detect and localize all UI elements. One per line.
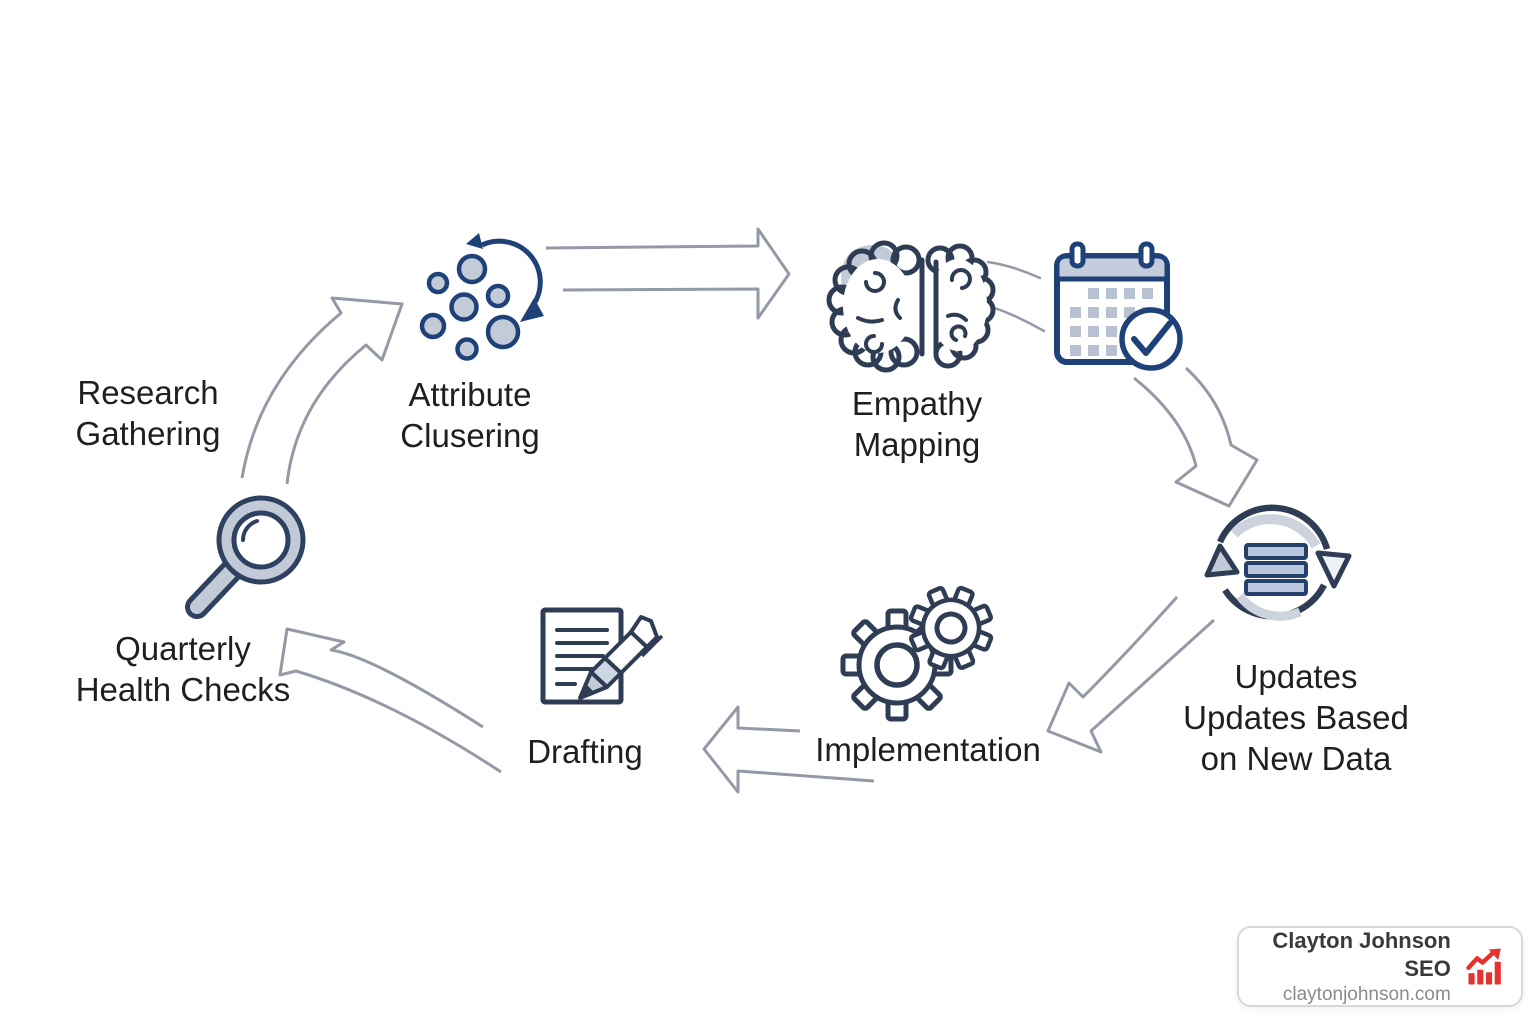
magnifying-glass-icon: [185, 495, 306, 619]
growth-chart-icon: [1466, 948, 1501, 984]
calendar-check-icon: [1054, 241, 1183, 371]
badge-title: Clayton Johnson SEO: [1272, 927, 1451, 981]
label-quarterly-health-checks: Quarterly Health Checks: [76, 628, 291, 710]
label-line: Empathy: [851, 385, 983, 422]
data-bars: [1244, 543, 1308, 596]
label-empathy-mapping: Empathy Mapping: [852, 383, 982, 465]
label-line: Clusering: [400, 417, 540, 454]
label-drafting: Drafting: [527, 731, 643, 772]
arrow-research-to-attribute: [240, 296, 404, 485]
label-line: Gathering: [75, 415, 221, 452]
label-line: Updates Based: [1183, 699, 1409, 736]
document-pen-icon: [540, 607, 664, 705]
cycle-arrowhead-end: [520, 298, 544, 322]
label-line: Attribute: [408, 376, 532, 413]
pen-tip: [580, 684, 593, 698]
label-line: Research: [77, 374, 219, 411]
sync-arrowhead-left: [1204, 543, 1240, 578]
sync-arrowhead-right: [1315, 550, 1352, 589]
label-research-gathering: Research Gathering: [76, 372, 221, 454]
arrow-attribute-to-empathy: [545, 227, 791, 320]
arrow-updates-to-implementation: [1046, 595, 1216, 754]
arrow-drafting-to-quarterly: [278, 627, 502, 774]
label-line: Health Checks: [75, 671, 291, 708]
sync-bars-icon: [1204, 504, 1352, 621]
label-implementation: Implementation: [815, 729, 1041, 770]
cycle-arrowhead-start: [466, 233, 483, 249]
brain-icon: [826, 240, 996, 373]
arrow-implementation-to-drafting: [702, 705, 875, 794]
label-line: Updates: [1234, 658, 1358, 695]
label-attribute-clustering: Attribute Clusering: [400, 374, 539, 456]
dot-cluster-icon: [419, 233, 544, 361]
gears-icon: [840, 585, 994, 722]
label-line: on New Data: [1200, 740, 1392, 777]
badge-url: claytonjohnson.com: [1282, 983, 1451, 1005]
label-line: Quarterly: [115, 630, 251, 667]
badge-text: Clayton Johnson SEO claytonjohnson.com: [1249, 927, 1451, 1007]
calendar-grid: [1070, 288, 1153, 356]
pen: [578, 615, 664, 700]
arrow-schedule-to-updates: [1133, 366, 1259, 508]
label-line: Drafting: [527, 733, 643, 770]
label-line: Implementation: [815, 731, 1041, 768]
connector-empathy-to-schedule: [986, 260, 1046, 333]
label-updates: Updates Updates Based on New Data: [1183, 656, 1409, 779]
check-icon: [1131, 320, 1173, 356]
label-line: Mapping: [853, 426, 981, 463]
document-lines: [555, 628, 609, 686]
attribution-badge: Clayton Johnson SEO claytonjohnson.com: [1237, 926, 1523, 1007]
